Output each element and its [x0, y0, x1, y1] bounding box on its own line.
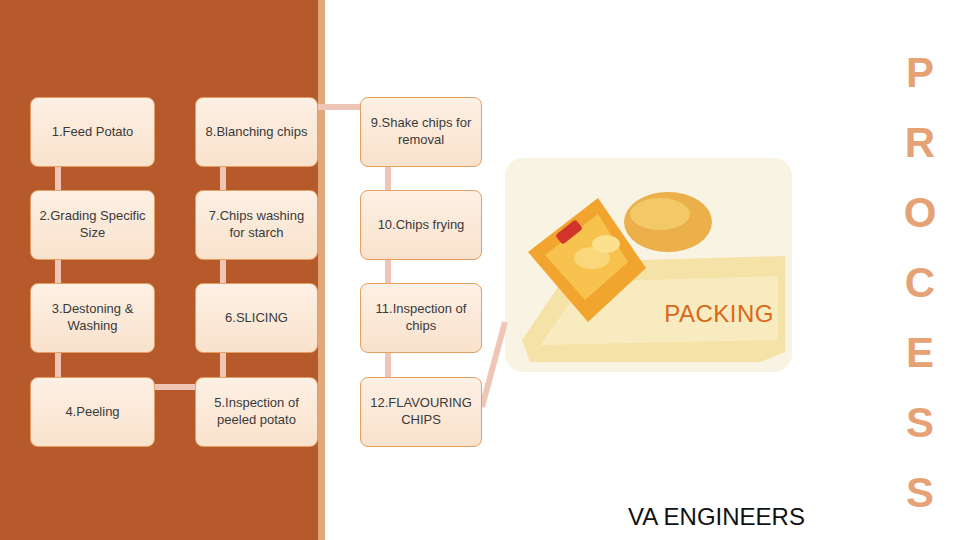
step-text: 11.Inspection of chips: [369, 301, 473, 335]
flow-connector: [55, 260, 61, 283]
chip: [592, 235, 620, 253]
step-text: 8.Blanching chips: [206, 124, 308, 141]
flow-connector: [385, 353, 391, 377]
step-text: 1.Feed Potato: [52, 124, 134, 141]
company-name: VA ENGINEERS: [628, 503, 805, 531]
process-box: 5.Inspection of peeled potato: [195, 377, 318, 447]
bag-window: [545, 214, 628, 300]
image-caption: PACKING: [664, 300, 774, 328]
left-panel: [0, 0, 318, 540]
step-text: 10.Chips frying: [378, 217, 465, 234]
potato: [624, 192, 712, 252]
step-text: 12.FLAVOURING CHIPS: [369, 395, 473, 429]
step-text: 3.Destoning & Washing: [39, 301, 146, 335]
step-text: 2.Grading Specific Size: [39, 208, 146, 242]
flow-connector: [318, 104, 360, 110]
step-text: 4.Peeling: [65, 404, 119, 421]
flow-connector: [220, 260, 226, 283]
process-box: 1.Feed Potato: [30, 97, 155, 167]
process-box: 4.Peeling: [30, 377, 155, 447]
vertical-title: PROCESS: [899, 38, 941, 528]
bag-logo: [555, 219, 583, 244]
process-box: 3.Destoning & Washing: [30, 283, 155, 353]
flow-connector: [55, 167, 61, 190]
process-box: 10.Chips frying: [360, 190, 482, 260]
flow-connector: [385, 167, 391, 190]
packing-image: PACKING: [505, 158, 792, 372]
process-box: 2.Grading Specific Size: [30, 190, 155, 260]
flow-connector: [385, 260, 391, 283]
process-box: 6.SLICING: [195, 283, 318, 353]
process-box: 9.Shake chips for removal: [360, 97, 482, 167]
step-text: 9.Shake chips for removal: [369, 115, 473, 149]
flow-connector: [220, 353, 226, 377]
process-box: 8.Blanching chips: [195, 97, 318, 167]
flow-connector: [55, 353, 61, 377]
step-text: 7.Chips washing for starch: [204, 208, 309, 242]
photo-ground: [505, 158, 792, 372]
process-box: 11.Inspection of chips: [360, 283, 482, 353]
flow-connector: [482, 322, 505, 407]
panel-strip: [318, 0, 325, 540]
process-box: 12.FLAVOURING CHIPS: [360, 377, 482, 447]
chips-bag: [528, 198, 646, 322]
process-box: 7.Chips washing for starch: [195, 190, 318, 260]
step-text: 6.SLICING: [225, 310, 288, 327]
step-text: 5.Inspection of peeled potato: [204, 395, 309, 429]
potato-highlight: [630, 198, 690, 230]
flow-connector: [220, 167, 226, 190]
flow-connector: [155, 384, 195, 390]
